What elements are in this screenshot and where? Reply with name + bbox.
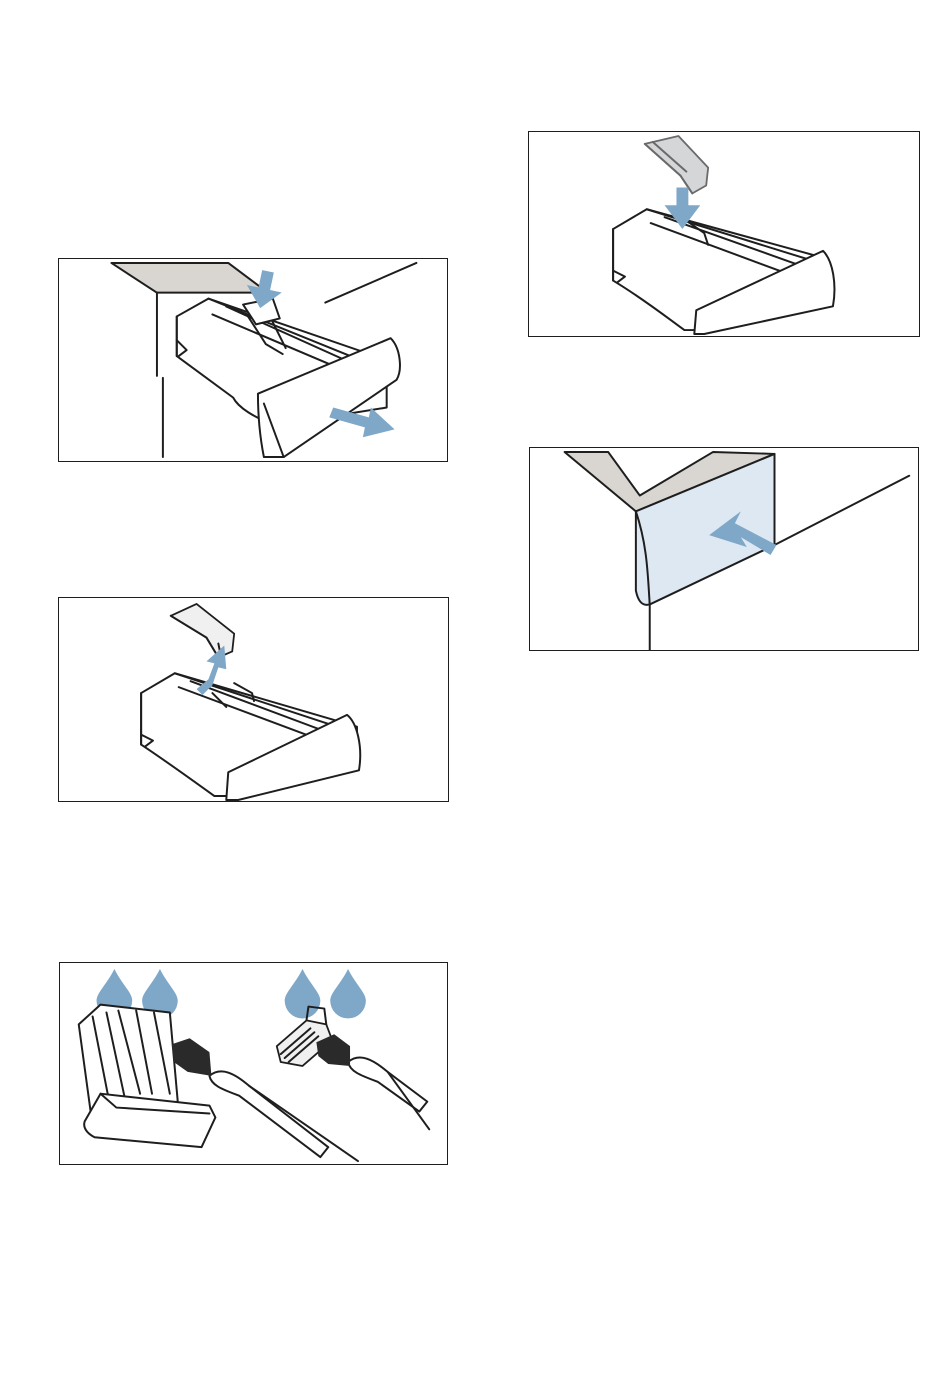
figure-pull-out-drawer xyxy=(58,258,448,462)
insert-cap-icon xyxy=(171,604,234,657)
cleaning-brush-icon xyxy=(348,1058,427,1112)
figure-push-drawer-in xyxy=(529,447,919,651)
detergent-drawer-icon xyxy=(530,448,918,650)
water-drop-icon xyxy=(330,969,366,1018)
figure-clean-under-water xyxy=(59,962,448,1165)
figure-replace-insert xyxy=(528,131,920,337)
figure-remove-insert xyxy=(58,597,449,802)
cleaning-brush-icon xyxy=(209,1071,328,1157)
detergent-drawer-icon xyxy=(59,259,447,461)
drawer-insert-icon xyxy=(529,132,919,336)
water-drop-icon xyxy=(285,969,321,1019)
drawer-insert-icon xyxy=(59,598,448,801)
